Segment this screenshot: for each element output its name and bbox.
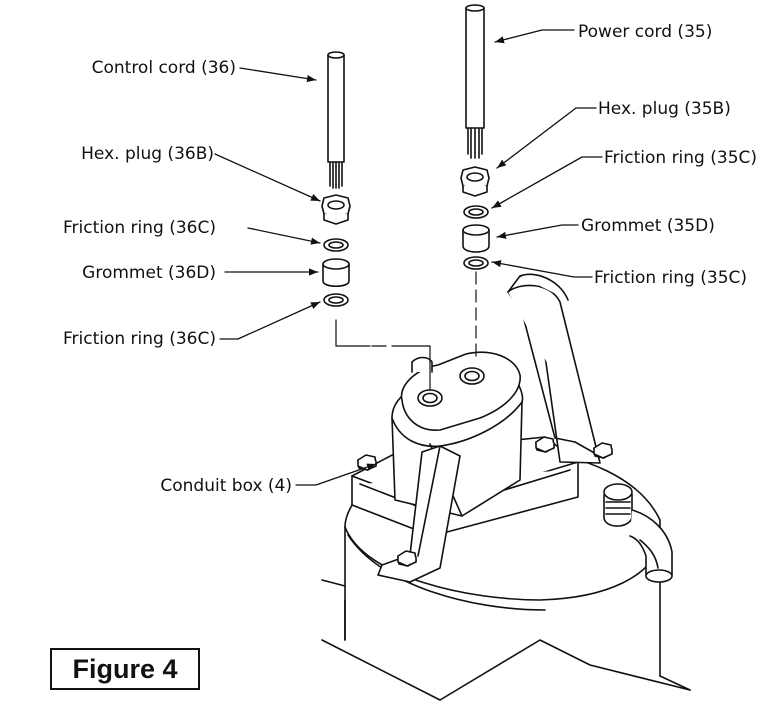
friction-ring-35c-bottom xyxy=(464,257,488,269)
hex-plug-35b xyxy=(461,167,489,196)
label-power-cord: Power cord (35) xyxy=(578,22,713,42)
friction-ring-36c-bottom xyxy=(324,294,348,306)
grommet-36d xyxy=(323,259,349,286)
bolt-heads xyxy=(358,437,612,566)
label-friction-ring-36c-bottom: Friction ring (36C) xyxy=(62,329,216,349)
label-hex-plug-36b: Hex. plug (36B) xyxy=(81,144,214,164)
label-friction-ring-35c-bottom: Friction ring (35C) xyxy=(594,268,748,288)
friction-ring-36c-top xyxy=(324,239,348,251)
lifting-handle xyxy=(378,274,600,582)
label-friction-ring-35c-top: Friction ring (35C) xyxy=(604,148,758,168)
label-conduit-box: Conduit box (4) xyxy=(160,476,292,496)
label-hex-plug-35b: Hex. plug (35B) xyxy=(598,99,731,119)
label-control-cord: Control cord (36) xyxy=(91,58,236,78)
label-grommet-35d: Grommet (35D) xyxy=(581,216,715,236)
assembly-center-lines xyxy=(336,272,476,390)
conduit-box-body xyxy=(392,352,523,516)
friction-ring-35c-top xyxy=(464,206,488,218)
grommet-35d xyxy=(463,225,489,252)
label-friction-ring-36c-top: Friction ring (36C) xyxy=(62,218,216,238)
leader-lines xyxy=(215,30,602,485)
label-grommet-36d: Grommet (36D) xyxy=(82,263,216,283)
discharge-elbow xyxy=(604,484,672,582)
power-cord-35 xyxy=(466,5,484,158)
figure-caption: Figure 4 xyxy=(50,648,200,690)
control-cord-36 xyxy=(328,52,344,188)
hex-plug-36b xyxy=(322,195,350,224)
